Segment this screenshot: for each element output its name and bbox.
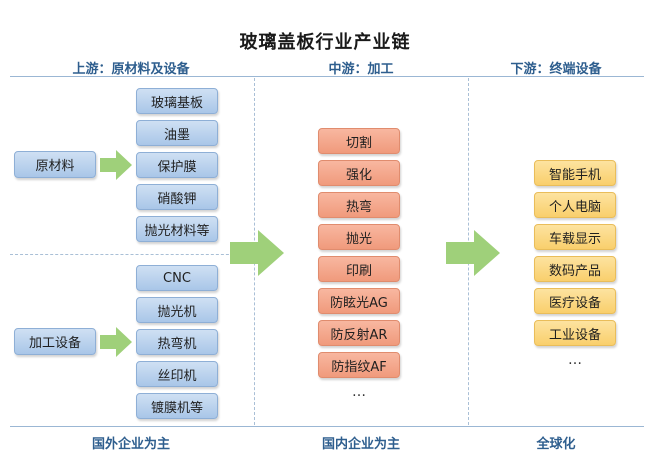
bottom-divider (10, 426, 644, 427)
midstream-item: 热弯 (318, 192, 400, 218)
upstream-group-divider (10, 254, 254, 255)
upstream-header: 上游：原材料及设备 (72, 62, 190, 77)
group-label-processing-equipment: 加工设备 (14, 328, 96, 355)
downstream-footer: 全球化 (536, 437, 576, 452)
midstream-item: 抛光 (318, 224, 400, 250)
right-arrow-icon (100, 150, 132, 180)
upstream-item: 油墨 (136, 120, 218, 146)
midstream-item: 印刷 (318, 256, 400, 282)
upstream-item: 丝印机 (136, 361, 218, 387)
downstream-header: 下游：终端设备 (510, 62, 602, 77)
top-divider (10, 76, 644, 77)
upstream-item: 硝酸钾 (136, 184, 218, 210)
right-arrow-icon (230, 230, 284, 276)
midstream-item: 强化 (318, 160, 400, 186)
upstream-item: 抛光机 (136, 297, 218, 323)
right-arrow-icon (446, 230, 500, 276)
upstream-item: 保护膜 (136, 152, 218, 178)
downstream-item: 个人电脑 (534, 192, 616, 218)
downstream-item: 医疗设备 (534, 288, 616, 314)
upstream-footer: 国外企业为主 (91, 437, 170, 452)
midstream-header: 中游：加工 (328, 62, 394, 77)
midstream-item: 防眩光AG (318, 288, 400, 314)
upstream-item: 热弯机 (136, 329, 218, 355)
midstream-item: 防指纹AF (318, 352, 400, 378)
downstream-item: 工业设备 (534, 320, 616, 346)
downstream-more: … (568, 352, 582, 368)
diagram-title: 玻璃盖板行业产业链 (239, 32, 411, 53)
upstream-item: CNC (136, 265, 218, 291)
upstream-item: 抛光材料等 (136, 216, 218, 242)
midstream-item: 防反射AR (318, 320, 400, 346)
downstream-item: 智能手机 (534, 160, 616, 186)
midstream-more: … (352, 384, 366, 400)
group-label-raw-materials: 原材料 (14, 151, 96, 178)
downstream-item: 车载显示 (534, 224, 616, 250)
midstream-footer: 国内企业为主 (321, 437, 400, 452)
downstream-item: 数码产品 (534, 256, 616, 282)
upstream-item: 玻璃基板 (136, 88, 218, 114)
upstream-item: 镀膜机等 (136, 393, 218, 419)
midstream-item: 切割 (318, 128, 400, 154)
right-arrow-icon (100, 327, 132, 357)
